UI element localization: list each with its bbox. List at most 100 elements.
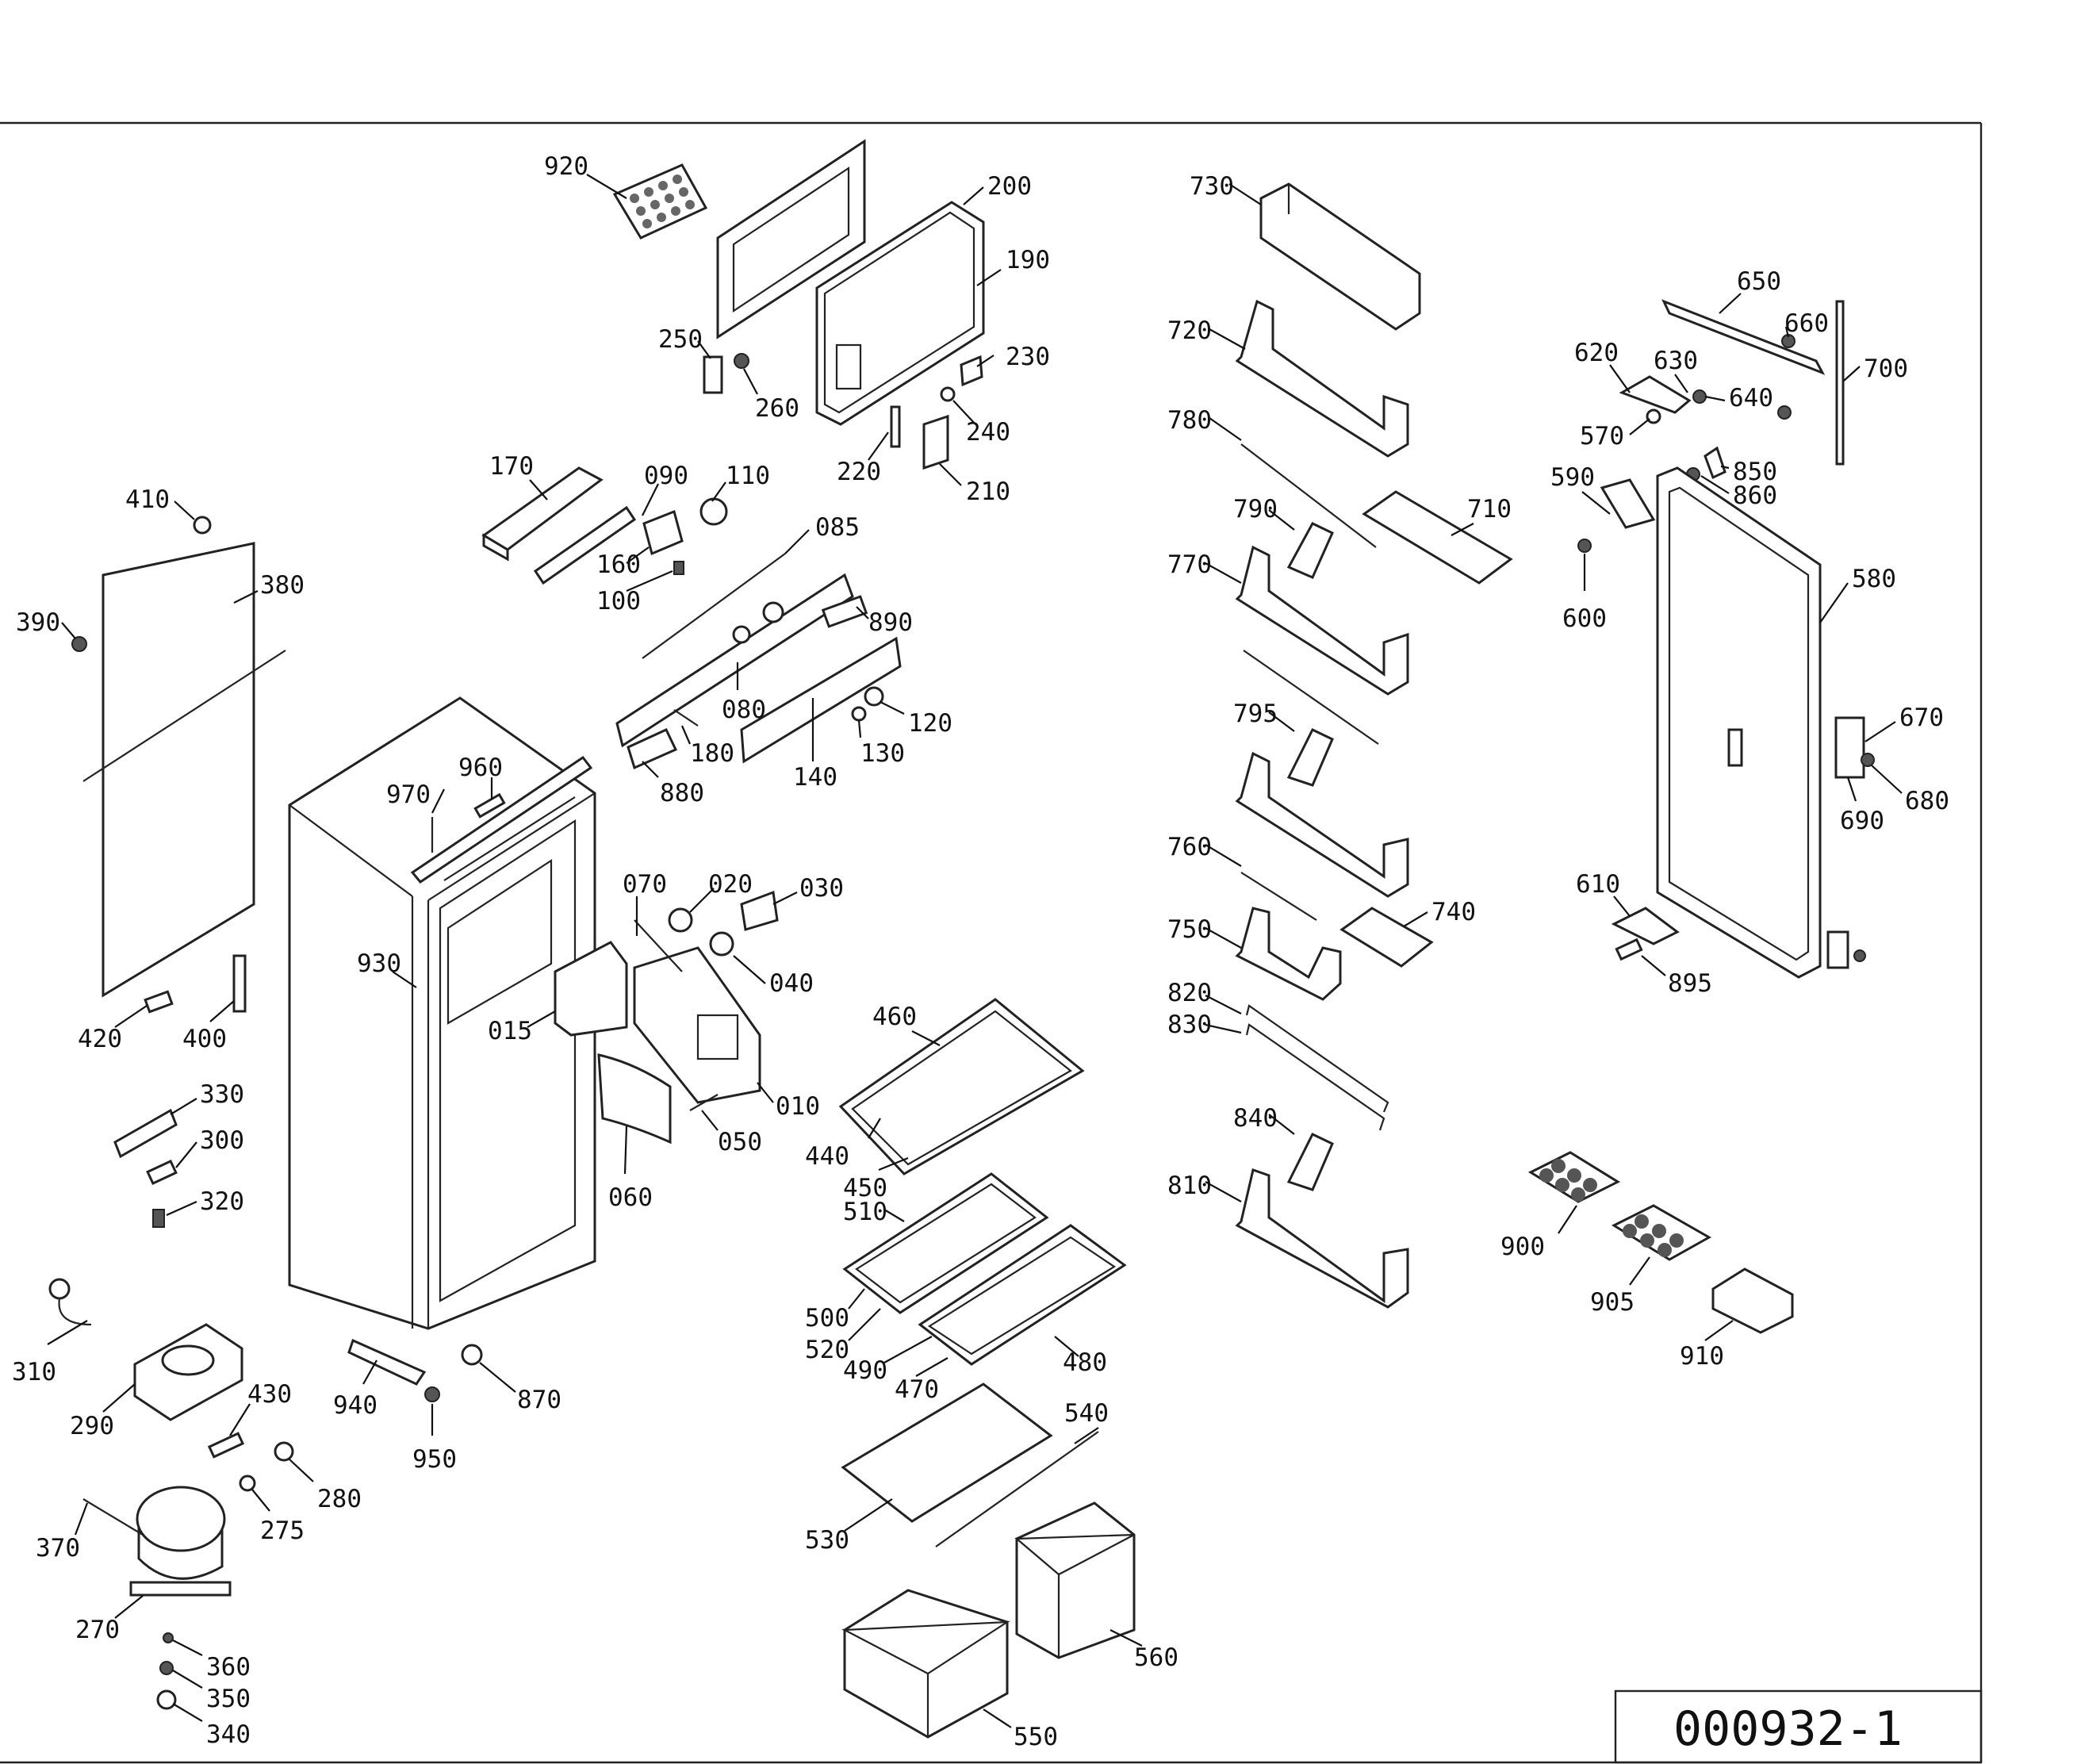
callout-930: 930	[357, 949, 401, 978]
callout-120: 120	[908, 709, 952, 738]
door-bin-750	[1235, 907, 1342, 1001]
part-shapes	[48, 139, 1875, 1739]
callout-950: 950	[412, 1445, 457, 1474]
callout-220: 220	[837, 458, 881, 486]
callout-490: 490	[843, 1356, 887, 1385]
bin-divider-790	[1286, 522, 1334, 579]
compressor-270	[82, 1486, 232, 1597]
callout-580: 580	[1852, 565, 1896, 593]
egg-tray-900	[1527, 1151, 1621, 1203]
callout-190: 190	[1006, 246, 1050, 274]
bottom-hinge-610	[1611, 907, 1680, 961]
callout-080: 080	[722, 696, 766, 724]
callout-610: 610	[1576, 870, 1620, 899]
callout-770: 770	[1167, 550, 1212, 579]
power-plug-310	[48, 1278, 92, 1326]
evaporation-tray-290	[133, 1323, 243, 1421]
door-bin-lower	[1235, 751, 1409, 898]
callout-360: 360	[206, 1653, 251, 1682]
rails-820-830	[1245, 1004, 1389, 1131]
fan-parts-020-030-040-050-070	[634, 890, 779, 1111]
callout-250: 250	[658, 325, 703, 354]
freezer-flap-frame-200	[716, 139, 866, 339]
callout-020: 020	[708, 870, 753, 899]
egg-tray-905	[1611, 1204, 1712, 1261]
callout-870: 870	[517, 1386, 561, 1414]
callout-420: 420	[78, 1025, 122, 1053]
door-bin-730	[1259, 182, 1421, 331]
callout-460: 460	[872, 1003, 917, 1031]
callout-470: 470	[895, 1375, 939, 1404]
callout-090: 090	[644, 462, 688, 490]
crisper-560	[1014, 1501, 1136, 1659]
callout-430: 430	[247, 1380, 292, 1409]
callout-180: 180	[690, 739, 734, 768]
callout-670: 670	[1899, 704, 1944, 732]
callout-440: 440	[805, 1142, 849, 1171]
callout-700: 700	[1864, 355, 1908, 383]
condenser-380	[71, 516, 286, 998]
callout-380: 380	[260, 571, 305, 600]
flap-parts-210-220	[890, 405, 949, 470]
latch-250-260	[703, 353, 749, 394]
callout-560: 560	[1134, 1643, 1178, 1672]
crisper-550	[841, 1589, 1011, 1739]
fan-housing-010	[633, 946, 761, 1104]
callout-880: 880	[660, 779, 704, 807]
callout-280: 280	[317, 1485, 362, 1513]
top-rail-960-970	[431, 792, 506, 853]
callout-710: 710	[1467, 495, 1512, 523]
glass-plate-530	[841, 1382, 1053, 1523]
callout-570: 570	[1580, 422, 1624, 451]
callout-400: 400	[182, 1025, 227, 1053]
plate-740	[1339, 907, 1434, 968]
callout-910: 910	[1680, 1342, 1724, 1371]
butter-box-910	[1711, 1267, 1794, 1334]
leader-lines	[47, 174, 1903, 1728]
callout-240: 240	[966, 418, 1010, 447]
callout-890: 890	[868, 608, 913, 637]
callout-290: 290	[70, 1412, 114, 1440]
thermostat-housing-170	[481, 466, 604, 562]
part-590	[1577, 478, 1656, 553]
callout-905: 905	[1590, 1288, 1635, 1317]
callout-860: 860	[1733, 481, 1777, 510]
callout-960: 960	[458, 754, 503, 782]
callout-340: 340	[206, 1720, 251, 1749]
control-bar-080	[615, 553, 868, 748]
callout-830: 830	[1167, 1010, 1212, 1039]
cabinet-930	[288, 696, 596, 1330]
callout-030: 030	[799, 874, 844, 903]
callout-530: 530	[805, 1526, 849, 1555]
callout-640: 640	[1729, 384, 1773, 412]
fridge-door-580	[1656, 466, 1822, 979]
glass-shelf-510	[842, 1172, 1049, 1314]
cover-060	[597, 1053, 672, 1145]
ice-tray-920	[612, 163, 708, 240]
door-bin-770	[1235, 545, 1409, 696]
glass-shelf-460	[838, 998, 1085, 1175]
glass-shelf-480	[918, 1224, 1127, 1366]
callout-050: 050	[718, 1128, 762, 1156]
feet-360-350-340	[156, 1632, 177, 1710]
parts-880-180	[627, 709, 699, 770]
callout-480: 480	[1063, 1348, 1107, 1377]
duct-015	[554, 941, 628, 1037]
callout-650: 650	[1737, 267, 1781, 296]
callout-720: 720	[1167, 316, 1212, 345]
callout-500: 500	[805, 1304, 849, 1333]
callout-540: 540	[1064, 1399, 1109, 1428]
top-hinge-650	[1661, 299, 1845, 466]
freezer-door-190	[815, 201, 985, 426]
callout-110: 110	[726, 462, 770, 490]
drawing-number: 000932-1	[1673, 1701, 1903, 1757]
callout-350: 350	[206, 1685, 251, 1713]
callout-230: 230	[1006, 343, 1050, 371]
callout-970: 970	[386, 780, 431, 809]
callout-085: 085	[815, 513, 860, 542]
callout-labels: 920 200 190 230 240 210 220 250 260 170 …	[12, 152, 1949, 1751]
rail-540	[935, 1431, 1099, 1547]
callout-510: 510	[843, 1198, 887, 1226]
callout-010: 010	[776, 1092, 820, 1121]
